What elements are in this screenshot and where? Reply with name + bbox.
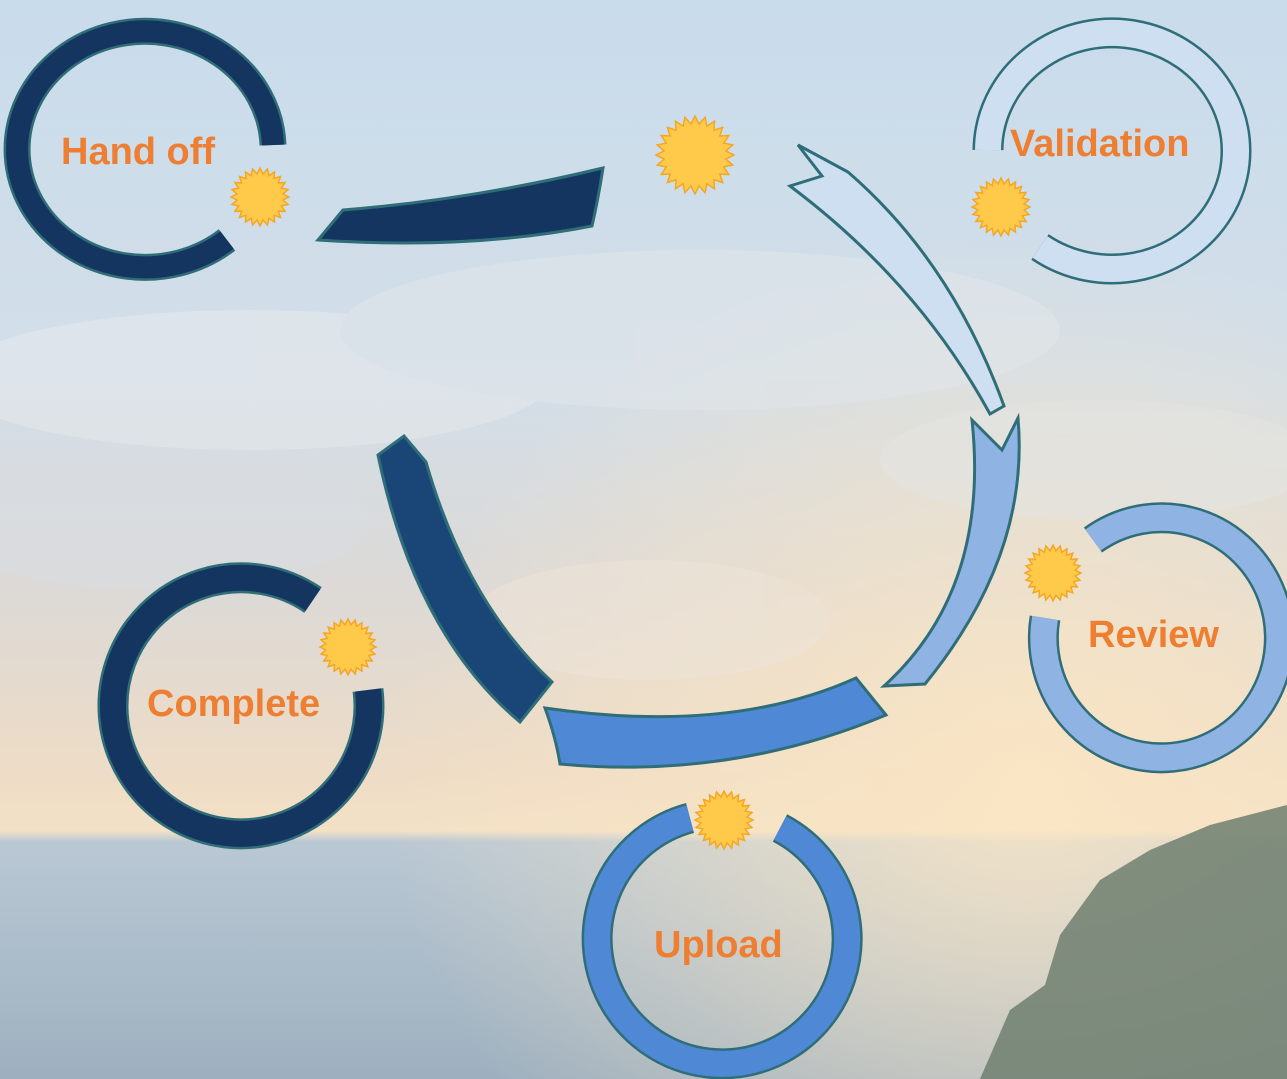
ring-complete <box>100 564 382 847</box>
ring-upload <box>584 805 861 1077</box>
label-upload: Upload <box>654 924 783 966</box>
headland <box>980 805 1287 1079</box>
sun-burst-icon <box>693 789 755 851</box>
sun-burst-icon <box>970 176 1032 238</box>
label-complete: Complete <box>147 683 321 725</box>
cycle-arrow-mid <box>542 676 889 769</box>
cycle-arrow-light <box>879 412 1021 688</box>
cycle-arrow-navy-top <box>314 166 605 245</box>
sun-burst-icon <box>318 617 378 677</box>
ring-review <box>1030 504 1287 771</box>
sun-burst-icon <box>1023 543 1083 603</box>
label-hand-off: Hand off <box>61 131 216 173</box>
sun-burst-icon <box>229 166 291 228</box>
cycle-arrow-navy-left <box>376 433 555 725</box>
label-review: Review <box>1088 614 1219 656</box>
ring-hand-off <box>6 20 284 279</box>
ring-validation <box>975 19 1249 282</box>
cycle-arrow-pale <box>786 143 1006 417</box>
sun-burst-icon <box>654 114 736 196</box>
label-validation: Validation <box>1010 123 1190 165</box>
